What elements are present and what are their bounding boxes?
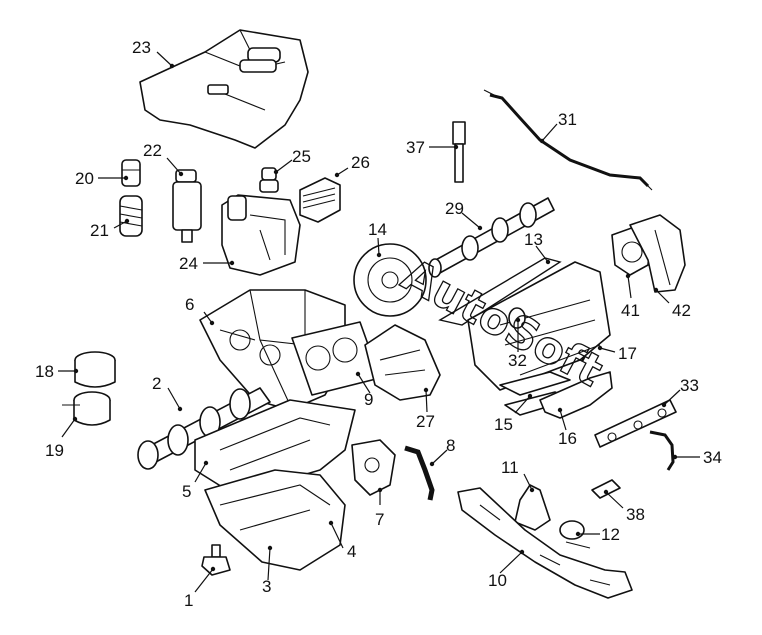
callout-4: 4 xyxy=(347,542,356,561)
callout-37: 33 xyxy=(680,376,699,395)
callout-25: 25 xyxy=(292,147,311,166)
callout-26: 26 xyxy=(351,153,370,172)
callout-38: 34 xyxy=(703,448,722,467)
pressure-sensor-part xyxy=(591,479,621,499)
callout-22: 22 xyxy=(143,141,162,160)
callout-labels: 23 20 21 22 25 26 24 14 37 29 31 13 6 17… xyxy=(35,38,722,610)
oil-filter-bracket-part xyxy=(221,194,301,276)
sensor-25-part xyxy=(259,167,279,193)
callout-8: 8 xyxy=(446,436,455,455)
callout-11: 11 xyxy=(501,458,519,477)
callout-32: 32 xyxy=(508,351,527,370)
fuel-pipe-part xyxy=(649,430,675,471)
callout-14: 14 xyxy=(368,220,387,239)
crankshaft-part xyxy=(137,387,271,470)
callout-20: 20 xyxy=(75,169,94,188)
engine-cover-part xyxy=(139,29,309,149)
callout-31: 31 xyxy=(558,110,577,129)
glow-plug-part xyxy=(452,121,466,183)
callout-1: 1 xyxy=(184,591,193,610)
fuel-rail-part xyxy=(594,399,677,448)
oil-pump-part xyxy=(351,439,396,496)
seal-part xyxy=(508,307,526,329)
callout-3: 3 xyxy=(262,577,271,596)
callout-13: 13 xyxy=(524,230,543,249)
callout-5: 5 xyxy=(182,482,191,501)
pipe-31-part xyxy=(489,93,650,188)
sprocket-part xyxy=(353,243,427,317)
callout-2: 2 xyxy=(152,374,161,393)
callout-6: 6 xyxy=(185,295,194,314)
timing-cover-part xyxy=(364,324,441,401)
callout-16: 16 xyxy=(558,429,577,448)
pump-housing-part xyxy=(629,214,686,293)
callout-24: 24 xyxy=(179,254,198,273)
callout-9: 9 xyxy=(364,390,373,409)
callout-15: 15 xyxy=(494,415,513,434)
callout-34: 38 xyxy=(626,505,645,524)
callout-23: 23 xyxy=(132,38,151,57)
crankcase-frame-part xyxy=(194,399,356,496)
callout-29: 29 xyxy=(445,199,464,218)
spring-part xyxy=(119,195,143,237)
camshaft-29-part xyxy=(428,197,555,278)
pulley-part xyxy=(74,351,116,388)
callout-18: 18 xyxy=(35,362,54,381)
filter-housing-part xyxy=(172,169,202,243)
callout-42: 42 xyxy=(672,301,691,320)
callout-10: 10 xyxy=(488,571,507,590)
callout-17: 17 xyxy=(618,344,637,363)
leader-lines xyxy=(58,51,700,593)
oil-level-sensor-part xyxy=(201,544,231,576)
callout-7: 7 xyxy=(375,510,384,529)
tensioner-part xyxy=(62,391,111,426)
hose-part xyxy=(404,445,435,501)
callout-21: 21 xyxy=(90,221,109,240)
tappet-part xyxy=(121,159,141,187)
callout-19: 19 xyxy=(45,441,64,460)
exhaust-manifold-part xyxy=(539,371,613,419)
oil-pan-part xyxy=(204,469,346,571)
callout-27: 27 xyxy=(416,412,435,431)
baffle-rail-part xyxy=(457,487,633,599)
callout-33: 37 xyxy=(406,138,425,157)
cylinder-head-part xyxy=(467,261,611,391)
callout-41: 41 xyxy=(621,301,640,320)
manifold-gasket-part xyxy=(499,371,571,416)
callout-12: 12 xyxy=(601,525,620,544)
oil-cooler-part xyxy=(299,177,341,223)
head-gasket-part xyxy=(438,257,562,326)
